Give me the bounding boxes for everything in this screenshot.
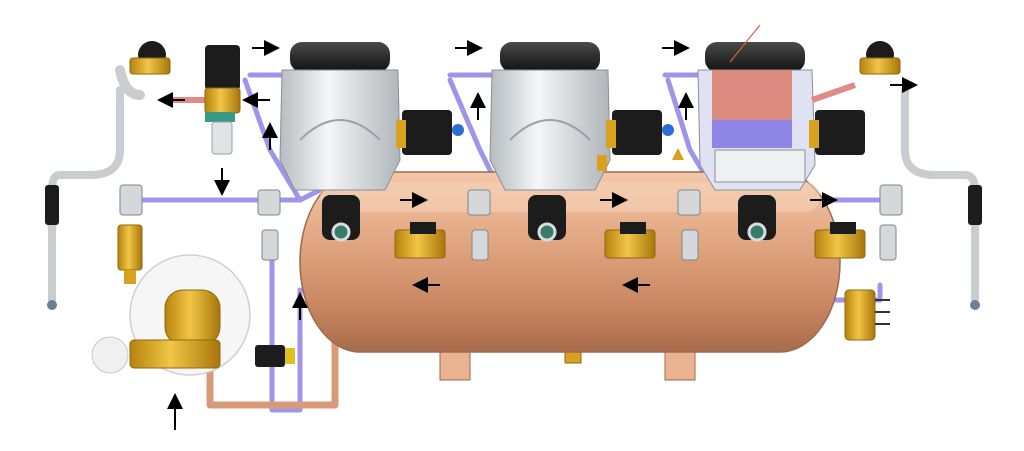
inlet-solenoid [204,45,241,155]
flow-arrows [157,40,918,430]
group-valve-gauge [537,222,557,242]
group-contour [299,119,381,141]
pressure-switch-fitting [285,348,295,364]
heating-element [712,70,792,120]
tee-fittings [119,184,903,261]
pump-feed-line [269,242,303,413]
inlet-solenoid-body [204,87,241,114]
group-body [279,69,401,191]
steam-wand-right-grip [968,185,982,225]
steam-valve-body [129,57,171,75]
steam-wand-right-tip [970,300,980,310]
group-solenoid [815,110,865,155]
flow-meter-3 [814,229,866,259]
brew-group-3 [697,24,865,242]
pump-motor-cap [91,336,129,374]
flow-meters [394,222,866,259]
solenoid-nut [606,120,616,148]
inlet-solenoid-coil [205,45,240,90]
inlet-solenoid-fitting [205,112,235,122]
sensor-fitting [597,155,607,171]
steam-wand-left-grip [45,185,59,225]
section-line [729,24,761,63]
flow-meter-2 [604,229,656,259]
group-cap [290,42,390,72]
steam-wand-left-tip [47,300,57,310]
group-valve [322,195,360,240]
solenoid-nut [809,120,819,148]
flow-meter-3-cap [830,222,856,234]
flow-meter-1-cap [410,222,436,234]
steam-valve-body [859,57,901,75]
solenoid-led [452,124,464,136]
group-solenoid [612,110,662,155]
group-valve-gauge [331,222,351,242]
group-valve [528,195,566,240]
solenoid-led [662,124,674,136]
brew-group-1 [279,42,464,242]
group-contour [509,119,591,141]
group-cap [500,42,600,72]
group-body [489,69,611,191]
group-solenoid [402,110,452,155]
hot-water-valve [117,224,143,284]
inlet-filter [211,121,233,155]
pump-assembly [91,254,295,376]
group-valve-gauge [747,222,767,242]
steam-valve-right [859,41,901,75]
flow-meter-2-cap [620,222,646,234]
pump-head [164,289,221,346]
steam-wand-left [48,86,124,304]
sensor-fitting [672,148,684,160]
flow-meter-1 [394,229,446,259]
solenoid-nut [396,120,406,148]
steam-wand-right [901,86,979,304]
steam-line-right [811,82,856,103]
pressure-switch [255,345,285,367]
heating-element-terminal [844,289,890,341]
pump-body [129,339,221,369]
steam-valve-left [115,41,171,100]
brew-group-2 [489,42,684,242]
water-chamber [712,120,792,148]
group-valve [738,195,776,240]
group-base [714,149,806,183]
group-cap [705,42,805,72]
